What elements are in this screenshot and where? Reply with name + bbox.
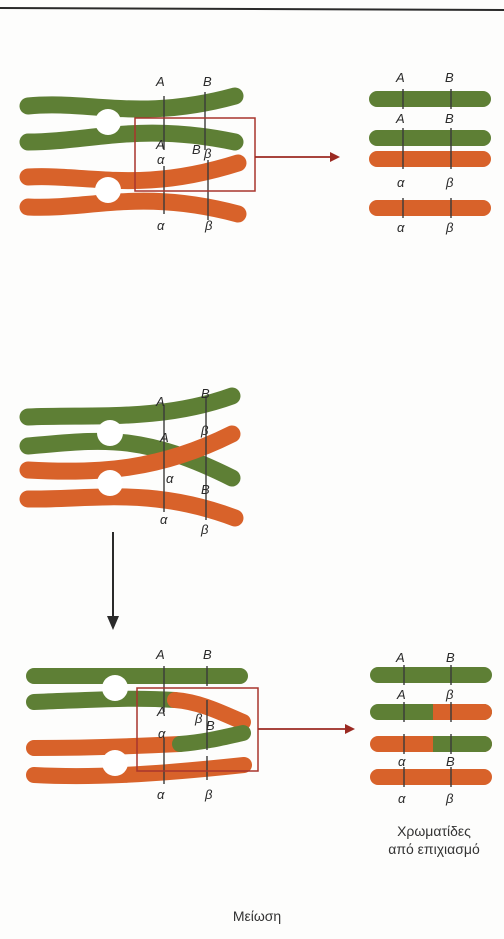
caption-line-2: από επιχιασμό	[388, 841, 480, 857]
arrow-head-2	[345, 724, 355, 734]
co-label-B-1: B	[201, 386, 210, 401]
centromere-green-3	[102, 675, 128, 701]
rec-chromatid-AB	[370, 667, 492, 683]
rec-chromatid-aB-green-part	[433, 736, 492, 752]
arrow-head	[330, 152, 340, 162]
label-A-top: A	[155, 74, 165, 89]
co-label-B-3: B	[201, 482, 210, 497]
rec-label-B-1: B	[446, 650, 455, 665]
label-a-inner: α	[157, 152, 165, 167]
rec-chromatid-Ab-orange-part	[433, 704, 492, 720]
panel-no-crossover-result: A B A B α β α β	[369, 70, 491, 235]
co-label-b-2: β	[200, 423, 209, 438]
ac-label-a-3: α	[158, 726, 166, 741]
rec-label-b-4: β	[445, 791, 454, 806]
rec-label-a-4: α	[398, 791, 406, 806]
co-label-b-4: β	[200, 522, 209, 537]
green-chromatid-1	[28, 96, 235, 109]
centromere-green	[95, 109, 121, 135]
green-segment-on-orange-3	[180, 733, 243, 744]
rec-label-B-3: B	[446, 754, 455, 769]
panel-no-crossover: A B A B α β α β	[28, 74, 340, 233]
panel-crossing-over: A B A β α B α β	[28, 386, 235, 537]
orange-chromatid-bottom	[28, 497, 235, 518]
label-b-bottom: β	[204, 218, 213, 233]
res-label-a-3: α	[397, 175, 405, 190]
ac-label-B-1: B	[203, 647, 212, 662]
res-label-A-1: A	[395, 70, 405, 85]
ac-label-a-4: α	[157, 787, 165, 802]
ac-label-A-2: A	[156, 704, 166, 719]
caption-line-1: Χρωματίδες	[397, 823, 471, 839]
centromere-orange-3	[102, 750, 128, 776]
result-chromatid-AB-2	[369, 130, 491, 146]
label-b-inner: β	[203, 146, 212, 161]
panel-recombinant-result: A B A β α B α β	[370, 650, 492, 806]
rec-label-A-2: A	[396, 687, 406, 702]
orange-recombinant-3	[34, 744, 180, 748]
co-label-a-3: α	[166, 471, 174, 486]
co-label-a-4: α	[160, 512, 168, 527]
label-B-top: B	[203, 74, 212, 89]
orange-chromatid-2	[28, 201, 238, 214]
centromere-orange-2	[97, 470, 123, 496]
label-a-bottom: α	[157, 218, 165, 233]
co-label-A-2: A	[159, 430, 169, 445]
rec-label-b-2: β	[445, 687, 454, 702]
ac-label-A-1: A	[155, 647, 165, 662]
rec-label-a-3: α	[398, 754, 406, 769]
top-rule	[0, 8, 504, 10]
result-chromatid-ab-2	[369, 200, 491, 216]
co-label-A-1: A	[155, 394, 165, 409]
res-label-A-2: A	[395, 111, 405, 126]
rec-label-A-1: A	[395, 650, 405, 665]
rec-chromatid-ab	[370, 769, 492, 785]
figure-title: Μείωση	[233, 908, 281, 924]
result-chromatid-ab-1	[369, 151, 491, 167]
centromere-orange	[95, 177, 121, 203]
down-arrow-head	[107, 616, 119, 630]
res-label-b-3: β	[445, 175, 454, 190]
ac-label-b-2: β	[194, 711, 203, 726]
res-label-b-4: β	[445, 220, 454, 235]
res-label-B-1: B	[445, 70, 454, 85]
ac-label-b-4: β	[204, 787, 213, 802]
label-B-inner: B	[192, 142, 201, 157]
res-label-a-4: α	[397, 220, 405, 235]
orange-chromatid-1	[28, 163, 238, 181]
green-chromatid-2	[28, 133, 235, 142]
panel-after-crossover: A B A β B α α β	[34, 647, 355, 802]
ac-label-B-2: B	[206, 718, 215, 733]
centromere-green-2	[97, 420, 123, 446]
res-label-B-2: B	[445, 111, 454, 126]
label-A-inner: A	[155, 137, 165, 152]
green-recombinant-3	[34, 699, 175, 702]
result-chromatid-AB-1	[369, 91, 491, 107]
